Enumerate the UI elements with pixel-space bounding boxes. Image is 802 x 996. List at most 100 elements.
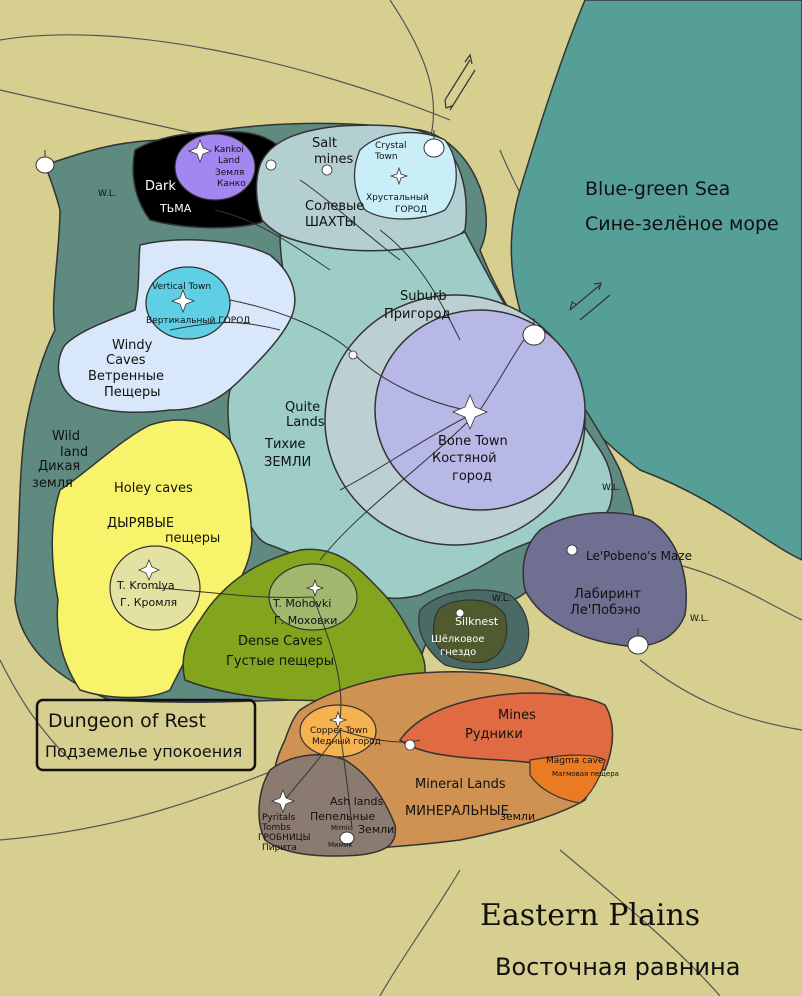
map-title-ru: Подземелье упокоения — [45, 742, 242, 761]
kankoi-label-1: Kankoi — [214, 145, 244, 155]
pyritals-label-2: Tombs — [261, 823, 291, 833]
kankoi-label-3: Земля — [215, 168, 244, 178]
spire-icon — [522, 318, 546, 346]
spire-icon — [423, 130, 445, 158]
silknest-label-en: Silknest — [455, 615, 499, 628]
cave-dot-icon — [404, 739, 416, 751]
mines-label-ru: Рудники — [465, 727, 523, 742]
mohovki-label-en: T. Mohovki — [272, 597, 331, 610]
wild-land-label-ru2: земля — [32, 476, 73, 491]
wild-land-label-1: Wild — [52, 429, 80, 444]
kromlya-label-en: T. Kromlya — [116, 579, 175, 592]
plains-label-en: Eastern Plains — [480, 898, 700, 933]
arrow-icon — [444, 53, 473, 101]
quite-lands-label-ru2: ЗЕМЛИ — [264, 455, 311, 470]
current-arrows — [444, 53, 611, 321]
mimic-label-en: Mimic — [331, 824, 352, 832]
bone-town-label-ru2: город — [452, 469, 492, 484]
copper-town-label-en: Copper Town — [310, 726, 368, 736]
pyritals-label-ru2: Пирита — [262, 843, 297, 853]
four-point-star-icon — [305, 578, 325, 598]
dense-caves-label-en: Dense Caves — [238, 634, 323, 649]
suburb-label-en: Suburb — [400, 289, 447, 304]
four-point-star-icon — [137, 558, 161, 582]
suburb-label-ru: Пригород — [384, 307, 450, 322]
mimic-label-ru: Мимик — [328, 841, 353, 849]
ash-lands-label-ru1: Пепельные — [310, 810, 375, 823]
crystal-town-label-ru1: Хрустальный — [366, 193, 429, 203]
copper-town-label-ru: Медный город — [312, 737, 381, 747]
crystal-town-label-1: Crystal — [375, 141, 407, 151]
four-point-star-icon — [328, 710, 348, 730]
lepobeno-maze-region — [522, 511, 687, 647]
kankoi-label-2: Land — [218, 156, 240, 166]
kankoi-label-4: Канко — [217, 179, 246, 189]
silknest-label-ru1: Шёлковое — [431, 634, 485, 645]
salt-mines-label-ru2: ШАХТЫ — [305, 215, 356, 230]
mines-region — [398, 692, 614, 771]
vertical-town-label-ru: Вертикальный ГОРОД — [146, 316, 250, 326]
bone-town-label-en: Bone Town — [438, 434, 508, 449]
four-point-star-icon — [389, 166, 409, 186]
dark-label-ru: ТЬМА — [159, 202, 192, 215]
maze-label-ru1: Лабиринт — [574, 587, 641, 602]
road-network — [154, 179, 526, 831]
ash-lands-region — [258, 754, 397, 857]
plains-label-ru: Восточная равнина — [495, 953, 740, 981]
salt-mines-label-ru1: Солевые — [305, 199, 364, 214]
spire-icon — [627, 628, 649, 655]
salt-mines-label-2: mines — [314, 152, 354, 167]
magma-cave-label-en: Magma cave — [546, 756, 604, 766]
wl-label: W.L. — [602, 483, 621, 493]
windy-caves-label-1: Windy — [112, 338, 153, 353]
four-point-star-icon — [270, 788, 296, 814]
silknest-region — [433, 599, 508, 664]
wild-land-label-ru1: Дикая — [38, 459, 80, 474]
cave-dot-icon — [321, 164, 333, 176]
windy-caves-label-ru1: Ветренные — [88, 369, 164, 384]
cave-dot-icon — [265, 159, 277, 171]
four-point-star-icon — [170, 288, 196, 314]
sea-label-ru: Сине-зелёное море — [585, 213, 779, 235]
windy-caves-label-ru2: Пещеры — [104, 385, 161, 400]
maze-label-ru2: Ле'Побэно — [570, 603, 641, 618]
mohovki-label-ru: Г. Моховки — [274, 614, 337, 627]
maze-label-en: Le'Pobeno's Maze — [586, 549, 692, 563]
ash-lands-label-ru2: Земли — [358, 823, 394, 836]
mineral-lands-label-ru1: МИНЕРАЛЬНЫЕ — [405, 804, 509, 819]
wl-label: W.L. — [690, 614, 709, 624]
wild-land-label-2: land — [60, 445, 88, 460]
pyritals-label-ru1: ГРОБНИЦЫ — [258, 833, 311, 843]
dense-caves-label-ru: Густые пещеры — [226, 654, 334, 669]
arrow-icon — [569, 294, 611, 321]
spire-icons — [35, 130, 649, 845]
holey-caves-label-ru2: пещеры — [165, 531, 220, 546]
cave-dot-icon — [455, 608, 465, 618]
holey-caves-label-en: Holey caves — [114, 481, 193, 496]
quite-lands-label-1: Quite — [285, 400, 320, 415]
cave-dot-icon — [348, 350, 358, 360]
quite-lands-label-ru1: Тихие — [264, 437, 306, 452]
mines-label-en: Mines — [498, 708, 536, 723]
arrow-icon — [444, 69, 476, 111]
silknest-label-ru2: гнездо — [440, 647, 476, 658]
town-star-icons — [137, 138, 489, 814]
mineral-lands-label-en: Mineral Lands — [415, 777, 506, 792]
pyritals-label-1: Pyritals — [262, 813, 295, 823]
cave-dot-icon — [566, 544, 578, 556]
wl-label: W.L. — [492, 594, 511, 604]
map-title-box — [35, 698, 257, 772]
four-point-star-icon — [451, 393, 489, 431]
magma-cave-label-ru: Магмовая пещера — [552, 770, 619, 778]
ash-lands-label-en: Ash lands — [330, 795, 383, 808]
windy-caves-label-2: Caves — [106, 353, 146, 368]
quite-lands-label-2: Lands — [286, 415, 325, 430]
crystal-town-label-2: Town — [374, 152, 398, 162]
cave-dot-icons — [265, 159, 578, 751]
arrow-icon — [569, 282, 602, 311]
spire-icon — [339, 831, 355, 845]
magma-cave-region — [529, 754, 606, 804]
mineral-lands-label-ru2: земли — [500, 810, 535, 823]
wl-label: W.L. — [98, 189, 117, 199]
